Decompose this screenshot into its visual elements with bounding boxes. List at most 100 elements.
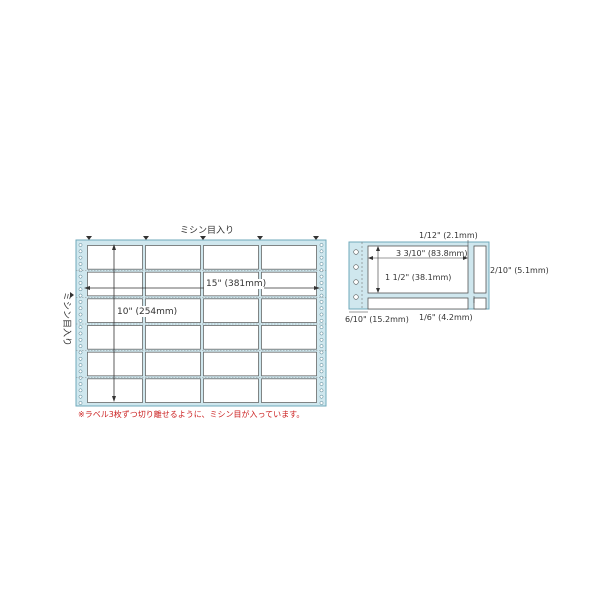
label-cell: [261, 378, 317, 403]
feed-hole: [78, 274, 83, 279]
feed-hole: [319, 243, 324, 247]
perforation-marker: [257, 236, 263, 240]
feed-hole: [319, 375, 324, 380]
feed-hole: [78, 249, 83, 254]
feed-hole: [78, 287, 83, 292]
label-cell: [261, 351, 317, 377]
feed-hole: [78, 293, 83, 298]
label-cell: [261, 325, 317, 350]
feed-hole: [319, 318, 324, 323]
feed-hole: [319, 262, 324, 266]
label-grid: [76, 245, 326, 403]
feed-hole: [78, 300, 83, 304]
feed-hole: [319, 363, 324, 367]
label-cell: [145, 351, 201, 377]
feed-hole: [319, 394, 324, 399]
feed-hole: [78, 306, 83, 311]
label-width-label: 3 3/10" (83.8mm): [396, 249, 467, 258]
note-text: ※ラベル3枚ずつ切り離せるように、ミシン目が入っています。: [78, 409, 304, 419]
feed-hole: [78, 344, 83, 348]
label-cell: [87, 378, 143, 403]
feed-hole: [319, 325, 324, 330]
width-label: 15" (381mm): [206, 279, 266, 289]
feed-hole: [78, 382, 83, 386]
width-dimension: [84, 286, 320, 290]
height-label-bg: [116, 306, 172, 317]
bottom-gap-label: 1/6" (4.2mm): [419, 313, 473, 322]
main-sheet: ミシン目入り ミシン目入り 15" (381mm) 10" (254mm) ※ラ…: [61, 225, 327, 419]
detail-label-next: [473, 245, 487, 294]
feed-hole: [78, 268, 83, 273]
feed-hole: [319, 331, 324, 336]
feed-hole: [78, 337, 83, 342]
label-cell: [261, 271, 317, 297]
label-cell: [203, 298, 259, 323]
feed-hole: [78, 363, 83, 367]
label-cell: [145, 325, 201, 350]
label-cell: [145, 378, 201, 403]
perforation-markers-top: [86, 236, 319, 240]
feed-hole: [78, 325, 83, 330]
feed-hole: [319, 281, 324, 285]
label-cell: [203, 351, 259, 377]
detail-label-below-next: [473, 297, 487, 310]
feed-hole: [78, 401, 83, 405]
feed-hole: [319, 255, 324, 260]
feed-hole: [78, 281, 83, 285]
feed-hole: [78, 394, 83, 399]
tractor-feed-holes: [78, 243, 324, 405]
feed-hole: [319, 337, 324, 342]
perforation-marker: [313, 236, 319, 240]
feed-hole: [319, 300, 324, 304]
feed-hole: [78, 312, 83, 317]
perforation-marker: [86, 236, 92, 240]
feed-hole: [78, 255, 83, 260]
perforation-top-label: ミシン目入り: [180, 225, 234, 236]
left-margin-label: 6/10" (15.2mm): [345, 315, 409, 324]
feed-hole: [78, 331, 83, 336]
label-cell: [145, 245, 201, 270]
feed-hole: [319, 306, 324, 311]
label-cell: [203, 325, 259, 350]
feed-hole: [319, 401, 324, 405]
feed-hole: [78, 318, 83, 323]
label-cell: [203, 245, 259, 270]
feed-hole: [319, 268, 324, 273]
label-cell: [203, 378, 259, 403]
feed-hole: [319, 356, 324, 361]
feed-hole: [319, 388, 324, 393]
feed-hole: [78, 375, 83, 380]
label-cell: [87, 245, 143, 270]
feed-hole: [78, 369, 83, 374]
gap-label: 2/10" (5.1mm): [490, 266, 549, 275]
feed-hole: [78, 350, 83, 355]
feed-hole: [78, 262, 83, 266]
feed-hole: [78, 356, 83, 361]
label-cell: [87, 271, 143, 297]
feed-hole: [319, 369, 324, 374]
feed-hole: [78, 388, 83, 393]
label-cell: [145, 271, 201, 297]
feed-hole: [319, 382, 324, 386]
feed-hole: [319, 287, 324, 292]
top-margin-label: 1/12" (2.1mm): [419, 231, 478, 240]
detail-label: [367, 245, 469, 294]
feed-hole: [319, 249, 324, 254]
label-cell: [87, 325, 143, 350]
feed-hole: [319, 344, 324, 348]
label-cell: [261, 245, 317, 270]
detail-feed-holes: [353, 249, 359, 300]
height-label: 10" (254mm): [117, 307, 177, 317]
feed-hole: [319, 293, 324, 298]
perforation-marker-side: [70, 292, 74, 298]
perforation-side-label: ミシン目入り: [61, 292, 72, 346]
feed-hole: [78, 243, 83, 247]
perforation-marker: [143, 236, 149, 240]
feed-hole: [319, 350, 324, 355]
label-cell: [261, 298, 317, 323]
detail-view: 3 3/10" (83.8mm) 1 1/2" (38.1mm) 1/12" (…: [345, 231, 549, 324]
height-dimension: [112, 244, 116, 402]
label-cell: [87, 351, 143, 377]
width-label-bg: [204, 279, 264, 289]
